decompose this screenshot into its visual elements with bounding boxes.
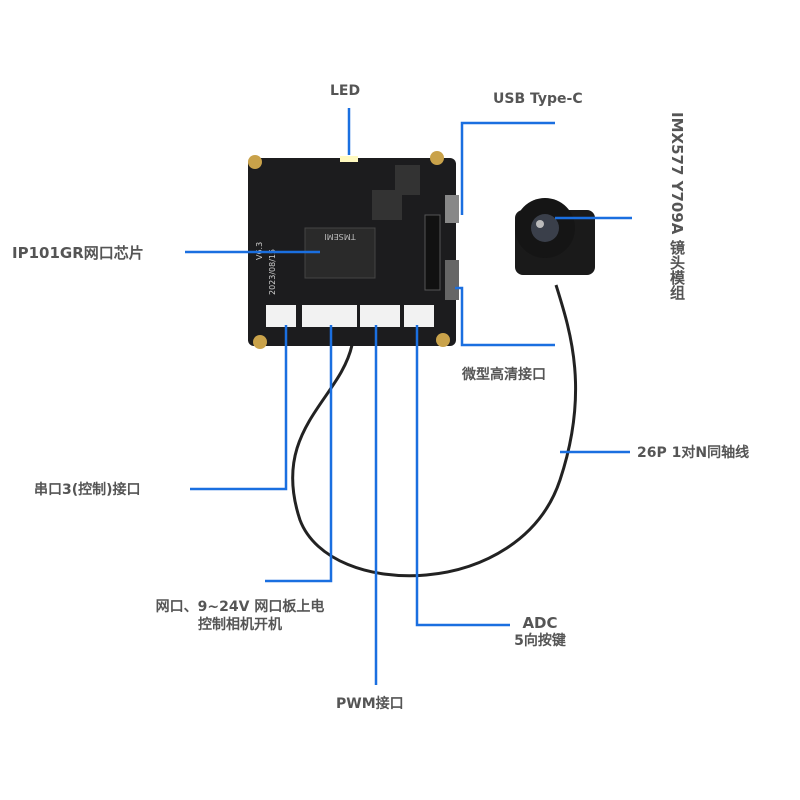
label-uart: 串口3(控制)接口: [34, 482, 141, 498]
label-power-line1: 网口、9~24V 网口板上电: [155, 599, 325, 615]
screw: [430, 151, 444, 165]
connector-pwm: [360, 305, 400, 327]
label-micro-hd-port: 微型高清接口: [462, 367, 546, 383]
label-adc-line2: 5向按键: [514, 633, 566, 649]
screw: [436, 333, 450, 347]
screw: [253, 335, 267, 349]
connector-power: [302, 305, 357, 327]
board-date: 2023/08/15: [268, 249, 277, 295]
label-adc: ADC 5向按键: [505, 614, 575, 650]
label-power: 网口、9~24V 网口板上电 控制相机开机: [120, 598, 360, 634]
connector-adc: [404, 305, 434, 327]
micro-hd-port: [445, 260, 459, 300]
screw: [248, 155, 262, 169]
label-pwm: PWM接口: [336, 696, 404, 712]
label-led: LED: [330, 83, 361, 99]
label-sensor-module: IMX577 Y709A 镜头模组: [668, 112, 686, 300]
usb-port: [445, 195, 459, 223]
led: [340, 156, 358, 162]
label-ethernet-chip: IP101GR网口芯片: [12, 244, 144, 262]
label-usb: USB Type-C: [493, 91, 583, 107]
leader-lines: [185, 108, 632, 685]
chip-mark: TMSEMI: [324, 232, 356, 241]
label-coax-cable: 26P 1对N同轴线: [637, 445, 750, 461]
label-power-line2: 控制相机开机: [198, 617, 282, 633]
connector-uart: [266, 305, 296, 327]
label-adc-line1: ADC: [522, 614, 558, 632]
